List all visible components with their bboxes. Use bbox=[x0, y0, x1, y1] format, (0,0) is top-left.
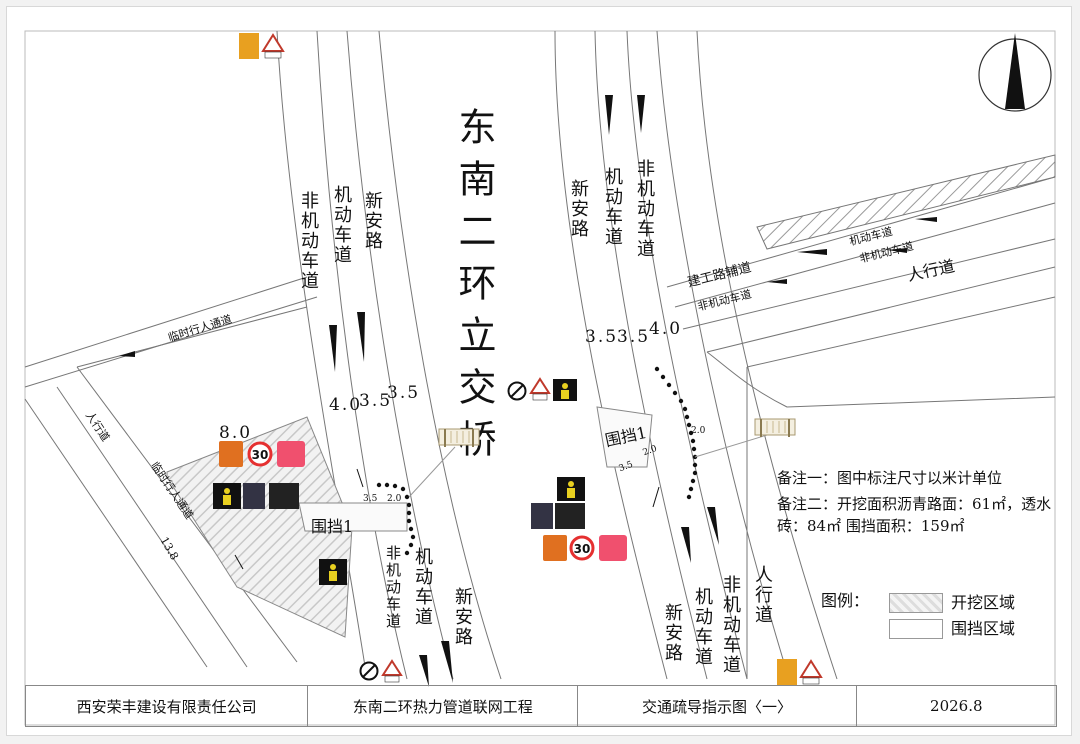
small-arrows bbox=[234, 468, 660, 570]
left-motor-label: 机动车道 bbox=[331, 185, 352, 265]
fence-icon-right bbox=[753, 415, 797, 439]
title-project: 东南二环热力管道联网工程 bbox=[308, 686, 579, 726]
dim-right-2: 3.5 bbox=[617, 327, 651, 347]
left-nonmotor-label: 非机动车道 bbox=[298, 191, 319, 291]
worker-icon-left bbox=[243, 483, 265, 509]
fence-icon-left bbox=[437, 425, 481, 449]
north-arrow bbox=[978, 33, 1052, 112]
speed-limit-sign-left: 30 bbox=[247, 441, 273, 467]
flagger-sign-left-2 bbox=[319, 559, 347, 585]
dim-right-3: 4.0 bbox=[649, 319, 683, 339]
bottom-right-road-label: 新安路 bbox=[662, 603, 683, 663]
drawing-frame bbox=[24, 30, 1056, 726]
drawing-sheet: 东南二环立交桥 非机动车道 机动车道 新安路 新安路 机动车道 非机动车道 非机… bbox=[6, 6, 1072, 736]
dim-left-small-2: 2.0 bbox=[387, 494, 402, 504]
legend-barrier-swatch bbox=[889, 619, 943, 639]
title-block: 西安荣丰建设有限责任公司 东南二环热力管道联网工程 交通疏导指示图〈一〉 202… bbox=[25, 685, 1057, 727]
title-company: 西安荣丰建设有限责任公司 bbox=[26, 686, 309, 726]
dim-right-1: 3.5 bbox=[585, 327, 619, 347]
aux-road-lines bbox=[666, 176, 1056, 679]
flagger-sign-mid bbox=[553, 379, 577, 401]
warning-sign-bottom bbox=[381, 659, 403, 683]
speed-limit-sign-right: 30 bbox=[569, 535, 595, 561]
hatched-strip bbox=[756, 154, 1056, 250]
warning-sign-top bbox=[261, 33, 285, 59]
barrier-area-right bbox=[596, 406, 653, 468]
dotted-barrier-right bbox=[654, 366, 698, 500]
road-map bbox=[24, 30, 1056, 726]
legend-barrier-label: 围挡区域 bbox=[951, 619, 1016, 638]
warning-sign-mid bbox=[529, 377, 551, 401]
bottom-right-sidewalk-label: 人行道 bbox=[752, 565, 773, 625]
barrier-sign-left bbox=[277, 441, 305, 467]
speed-text-left: 30 bbox=[252, 448, 269, 462]
construction-sign-top bbox=[239, 33, 259, 59]
traffic-arrows bbox=[119, 95, 937, 687]
barrier-label-left: 围挡1 bbox=[311, 517, 354, 536]
bottom-left-nonmotor-label: 非机动车道 bbox=[384, 545, 402, 630]
flagger-sign-right bbox=[557, 477, 585, 501]
dim-left-3: 3.5 bbox=[387, 383, 421, 403]
title-drawing: 交通疏导指示图〈一〉 bbox=[578, 686, 857, 726]
construction-sign-left bbox=[219, 441, 243, 467]
left-road-label: 新安路 bbox=[362, 191, 383, 251]
note-1: 备注一：图中标注尺寸以米计单位 bbox=[777, 469, 1003, 487]
bottom-left-road-label: 新安路 bbox=[452, 587, 473, 647]
excavation-area-left bbox=[166, 416, 353, 638]
right-road-label: 新安路 bbox=[568, 179, 589, 239]
no-pass-sign-bottom bbox=[359, 661, 379, 681]
dim-excavation-width: 8.0 bbox=[219, 423, 253, 443]
right-motor-label: 机动车道 bbox=[602, 167, 623, 247]
machine-icon-right bbox=[555, 503, 585, 529]
left-aux-lines bbox=[24, 276, 318, 668]
barrier-area-left bbox=[298, 502, 408, 532]
bottom-left-motor-label: 机动车道 bbox=[412, 547, 433, 627]
construction-sign-bottom-right bbox=[777, 659, 797, 685]
note-2: 备注二：开挖面积沥青路面：61㎡，透水砖：84㎡ 围挡面积：159㎡ bbox=[777, 495, 1052, 535]
fence-callout-lines bbox=[408, 434, 768, 498]
dim-left-2: 3.5 bbox=[359, 391, 393, 411]
barrier-sign-right bbox=[599, 535, 627, 561]
dim-left-1: 4.0 bbox=[329, 395, 363, 415]
legend-excavation-label: 开挖区域 bbox=[951, 593, 1016, 612]
right-nonmotor-label: 非机动车道 bbox=[634, 159, 655, 259]
legend-title: 图例： bbox=[821, 591, 870, 610]
title-date: 2026.8 bbox=[930, 697, 983, 715]
dim-left-small-1: 3.5 bbox=[363, 494, 378, 504]
bottom-right-motor-label: 机动车道 bbox=[692, 587, 713, 667]
right-road-lines bbox=[554, 30, 838, 680]
machine-icon-left bbox=[269, 483, 299, 509]
flagger-sign-left bbox=[213, 483, 241, 509]
interchange-label: 东南二环立交桥 bbox=[452, 107, 496, 471]
left-road-lines bbox=[276, 30, 502, 680]
worker-icon-right bbox=[531, 503, 553, 529]
dim-right-small-3: 2.0 bbox=[691, 426, 706, 436]
legend-excavation-swatch bbox=[889, 593, 943, 613]
speed-text-right: 30 bbox=[574, 542, 591, 556]
bottom-right-nonmotor-label: 非机动车道 bbox=[720, 575, 741, 675]
warning-sign-bottom-right bbox=[799, 659, 823, 685]
no-pass-sign-mid bbox=[507, 381, 527, 401]
dotted-barrier-left bbox=[376, 482, 416, 556]
construction-sign-right bbox=[543, 535, 567, 561]
